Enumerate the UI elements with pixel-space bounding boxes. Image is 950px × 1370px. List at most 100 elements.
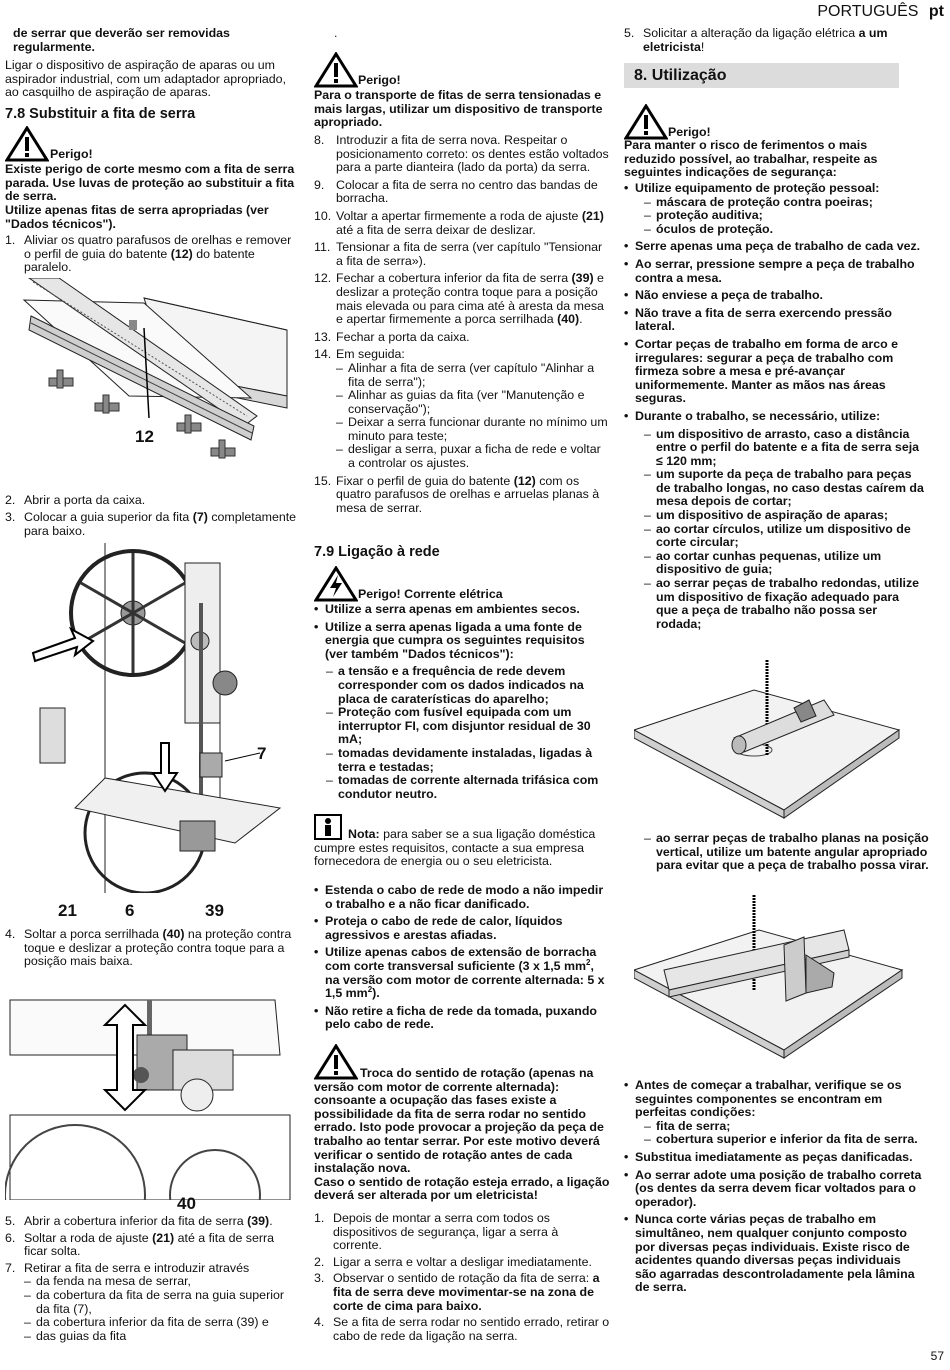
safety-bullets: •Utilize equipamento de proteção pessoal… (624, 181, 924, 631)
step-text: Abrir a porta da caixa. (24, 493, 146, 507)
fig1-label-12: 12 (135, 427, 154, 446)
bullet-text: Cortar peças de trabalho em forma de arc… (635, 336, 899, 406)
language-code: pt (928, 3, 944, 20)
steps-5-7: 5. Abrir a cobertura inferior da fita de… (5, 1214, 300, 1343)
step-text: Fixar o perfil de guia do batente (336, 473, 514, 488)
step-15: 15.Fixar o perfil de guia do batente (12… (314, 473, 610, 516)
step-7: 7. Retirar a fita de serra e introduzir … (5, 1260, 300, 1276)
bullet-text: Estenda o cabo de rede de modo a não imp… (325, 883, 604, 911)
bullet-text: Nunca corte várias peças de trabalho em … (635, 1212, 915, 1295)
step7-item: –das guias da fita (24, 1328, 127, 1343)
bullet-item: •Não enviese a peça de trabalho. (624, 288, 824, 303)
step-number: 12. (314, 271, 332, 286)
bullet-text: Ao serrar, pressione sempre a peça de tr… (635, 256, 915, 285)
warning-title: Perigo! (50, 147, 93, 162)
rotation-steps: 1. Depois de montar a serra com todos os … (314, 1211, 610, 1343)
step-text-bold: a um eletricista (643, 26, 888, 54)
step7-item: –da fenda na mesa de serrar, (24, 1274, 191, 1289)
step-text: Em seguida: (336, 347, 405, 362)
item-text: ao cortar círculos, utilize um dispositi… (656, 521, 911, 550)
warning-line-1: Existe perigo de corte mesmo com a fita … (5, 162, 295, 204)
warning-box: Perigo! (5, 126, 300, 162)
step-number: 2. (5, 493, 16, 507)
item-text: da cobertura da fita de serra na guia su… (36, 1287, 284, 1316)
bullet-text: ). (372, 986, 380, 1001)
warning-text: Para manter o risco de ferimentos o mais… (624, 138, 878, 180)
item-text: tomadas de corrente alternada trifásica … (338, 773, 599, 801)
warning-title: Perigo! (668, 125, 711, 140)
item-text: das guias da fita (36, 1328, 127, 1343)
bullet-text: Utilize a serra apenas ligada a uma font… (325, 619, 585, 661)
warning-title: Perigo! (358, 73, 401, 88)
language-label: PORTUGUÊS (817, 3, 919, 20)
bullet-text: Utilize a serra apenas em ambientes seco… (325, 602, 580, 616)
rot-step-1: 1. Depois de montar a serra com todos os … (314, 1211, 610, 1253)
ppe-item: –proteção auditiva; (644, 208, 763, 223)
section-heading-7-8: 7.8 Substituir a fita de serra (5, 106, 196, 122)
step-number: 13. (314, 329, 332, 344)
step-number: 8. (314, 133, 325, 147)
fig2-label-6: 6 (125, 901, 135, 920)
item-text: máscara de proteção contra poeiras; (656, 194, 873, 209)
section-heading-8: 8. Utilização (634, 67, 727, 84)
step-10: 10.Voltar a apertar firmemente a roda de… (314, 208, 610, 237)
warning-line-2: Utilize apenas fitas de serra apropriada… (5, 203, 269, 231)
step-text: Ligar a serra e voltar a desligar imedia… (333, 1254, 592, 1269)
angle-fence-figure (634, 895, 904, 1059)
bullet-text: Utilize equipamento de proteção pessoal: (635, 181, 880, 195)
bullet-text: Proteja o cabo de rede de calor, líquido… (325, 914, 563, 942)
step-number: 4. (314, 1315, 325, 1330)
step14-item: –desligar a serra, puxar a ficha de rede… (314, 443, 610, 470)
step-text: Retirar a fita de serra e introduzir atr… (24, 1260, 250, 1275)
item-text: fita de serra; (656, 1118, 731, 1133)
step-text: Colocar a fita de serra no centro das ba… (336, 177, 598, 206)
bullet-text: Utilize apenas cabos de extensão de borr… (325, 945, 597, 973)
item-text: um dispositivo de arrasto, caso a distân… (656, 426, 920, 468)
requirement-item: –tomadas de corrente alternada trifásica… (314, 773, 610, 801)
step-number: 1. (314, 1211, 325, 1225)
page-number: 57 (930, 1349, 944, 1363)
bandsaw-open-figure (5, 543, 295, 893)
step-11: 11.Tensionar a fita de serra (ver capítu… (314, 240, 610, 268)
cable-bullets: •Estenda o cabo de rede de modo a não im… (314, 883, 610, 1032)
step-text: Introduzir a fita de serra nova. Respeit… (336, 133, 609, 175)
warning-box: Perigo! (624, 104, 920, 140)
step-text: com os quatro parafusos de orelhas e arr… (336, 473, 600, 515)
electric-warning-title: Perigo! Corrente elétrica (358, 587, 503, 602)
part-ref: (21) (152, 1230, 175, 1245)
step-number: 3. (314, 1271, 325, 1286)
step-text: na proteção contra toque e deslizar a pr… (24, 927, 292, 969)
step-text: do batente paralelo. (24, 246, 255, 275)
item-text: a tensão e a frequência de rede devem co… (338, 664, 584, 706)
bullet-text: Não trave a fita de serra exercendo pres… (635, 305, 892, 334)
item-text: tomadas devidamente instaladas, ligadas … (338, 745, 593, 774)
part-ref: (7) (192, 510, 208, 524)
info-icon (314, 814, 342, 840)
use-item: –ao cortar cunhas pequenas, utilize um d… (624, 549, 924, 577)
bullet-item: •Ao serrar adote uma posição de trabalho… (624, 1167, 924, 1210)
bullet-text: Não retire a ficha de rede da tomada, pu… (325, 1003, 597, 1032)
rotation-text-2: Caso o sentido de rotação esteja errado,… (314, 1174, 610, 1203)
bullet-text: Ao serrar adote uma posição de trabalho … (635, 1167, 922, 1209)
note-text: para saber se a sua ligação doméstica cu… (314, 827, 596, 869)
step-number: 15. (314, 473, 332, 488)
step-6: 6. Soltar a roda de ajuste (21) até a fi… (5, 1230, 300, 1259)
bullet-text: Serre apenas uma peça de trabalho de cad… (635, 239, 921, 254)
step-2: 2. Abrir a porta da caixa. (5, 493, 300, 508)
rotation-text: consoante a ocupação das fases existe a … (314, 1093, 604, 1176)
use-item: –ao serrar peças de trabalho redondas, u… (624, 576, 924, 631)
step-number: 3. (5, 510, 16, 524)
step-text: . (269, 1214, 273, 1228)
rotation-title: Troca do sentido de rotação (apenas na v… (314, 1066, 594, 1094)
step-text: Depois de montar a serra com todos os di… (333, 1211, 559, 1253)
bullet-item: •Durante o trabalho, se necessário, util… (624, 408, 881, 423)
page-header: PORTUGUÊS pt (817, 3, 944, 21)
note-box: Nota: para saber se a sua ligação domést… (314, 814, 604, 869)
bullet-item: •Antes de começar a trabalhar, verifique… (624, 1078, 924, 1120)
step-number: 11. (314, 240, 331, 255)
step-text: Colocar a guia superior da fita (24, 510, 193, 524)
item-text: Alinhar a fita de serra (ver capítulo "A… (348, 360, 595, 389)
item-text: Proteção com fusível equipada com um int… (338, 705, 591, 747)
step-5: 5. Abrir a cobertura inferior da fita de… (5, 1214, 300, 1229)
part-ref: (21) (581, 208, 604, 223)
